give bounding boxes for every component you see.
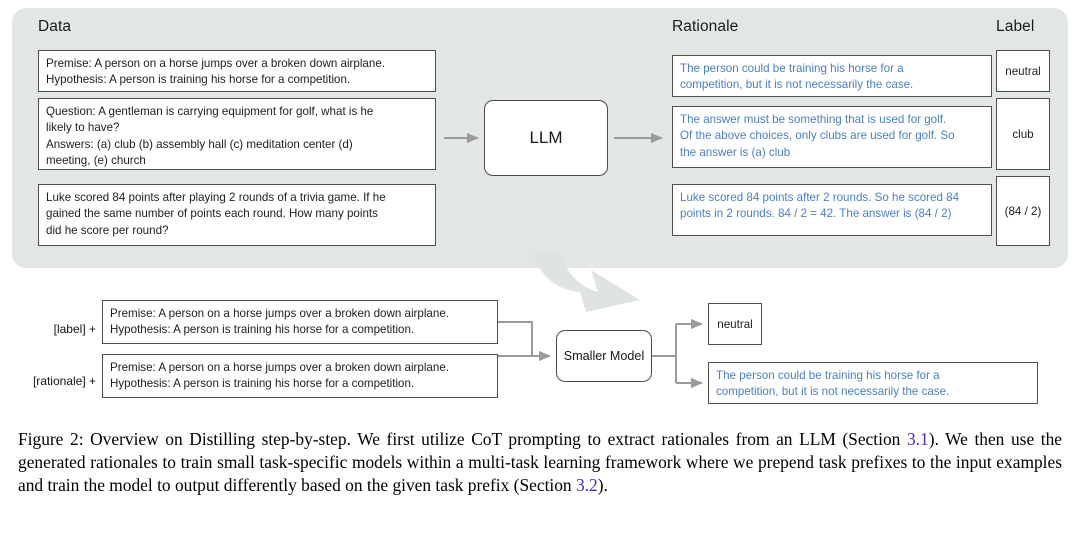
rationale-box: Luke scored 84 points after 2 rounds. So… — [672, 184, 992, 236]
rationale-line: points in 2 rounds. 84 / 2 = 42. The ans… — [680, 207, 952, 221]
data-line: did he score per round? — [46, 223, 169, 237]
data-line: Hypothesis: A person is training his hor… — [46, 73, 351, 87]
data-line: likely to have? — [46, 121, 120, 135]
data-line: meeting, (e) church — [46, 154, 146, 168]
rationale-box: The answer must be something that is use… — [672, 106, 992, 168]
connector-outputs-bracket — [652, 324, 677, 383]
input-line: Hypothesis: A person is training his hor… — [110, 323, 415, 337]
section-link-3-2[interactable]: 3.2 — [575, 475, 598, 496]
data-line: Answers: (a) club (b) assembly hall (c) … — [46, 137, 353, 151]
column-header-label: Label — [996, 18, 1035, 35]
output-rationale-box: The person could be training his horse f… — [708, 362, 1038, 404]
connector-inputs-bracket — [498, 321, 533, 357]
figure-caption: Figure 2: Overview on Distilling step-by… — [18, 428, 1062, 497]
task-prefix-rationale: [rationale] + — [32, 374, 96, 388]
rationale-box: The person could be training his horse f… — [672, 55, 992, 97]
column-header-data: Data — [38, 18, 72, 35]
data-line: gained the same number of points each ro… — [46, 207, 378, 221]
caption-part-3: ). — [597, 475, 608, 496]
rationale-line: Luke scored 84 points after 2 rounds. So… — [680, 191, 960, 204]
data-example-box: Luke scored 84 points after playing 2 ro… — [38, 184, 436, 246]
training-input-box: Premise: A person on a horse jumps over … — [102, 354, 498, 398]
data-line: Question: A gentleman is carrying equipm… — [46, 105, 374, 118]
rationale-line: The answer must be something that is use… — [680, 113, 947, 126]
caption-part-1: Figure 2: Overview on Distilling step-by… — [18, 429, 907, 449]
label-box: club — [996, 98, 1050, 170]
section-link-3-1[interactable]: 3.1 — [906, 429, 929, 449]
output-label-box: neutral — [708, 303, 762, 345]
data-example-box: Premise: A person on a horse jumps over … — [38, 50, 436, 92]
data-line: Premise: A person on a horse jumps over … — [46, 57, 385, 70]
llm-box: LLM — [484, 100, 608, 176]
smaller-model-box: Smaller Model — [556, 330, 652, 382]
label-box: (84 / 2) — [996, 176, 1050, 246]
rationale-line: competition, but it is not necessarily t… — [680, 78, 914, 92]
data-example-box: Question: A gentleman is carrying equipm… — [38, 98, 436, 170]
task-prefix-label: [label] + — [53, 322, 96, 336]
training-input-box: Premise: A person on a horse jumps over … — [102, 300, 498, 344]
input-line: Premise: A person on a horse jumps over … — [110, 307, 449, 320]
output-rationale-line: competition, but it is not necessarily t… — [716, 385, 950, 399]
rationale-line: The person could be training his horse f… — [680, 62, 904, 75]
label-box: neutral — [996, 50, 1050, 92]
data-line: Luke scored 84 points after playing 2 ro… — [46, 191, 386, 204]
column-header-rationale: Rationale — [672, 18, 739, 35]
output-rationale-line: The person could be training his horse f… — [716, 369, 940, 382]
input-line: Hypothesis: A person is training his hor… — [110, 377, 415, 391]
rationale-line: the answer is (a) club — [680, 145, 791, 159]
input-line: Premise: A person on a horse jumps over … — [110, 361, 449, 374]
caption-part-2: ). We then use the generated rationales … — [18, 429, 1062, 496]
rationale-line: Of the above choices, only clubs are use… — [680, 129, 955, 143]
